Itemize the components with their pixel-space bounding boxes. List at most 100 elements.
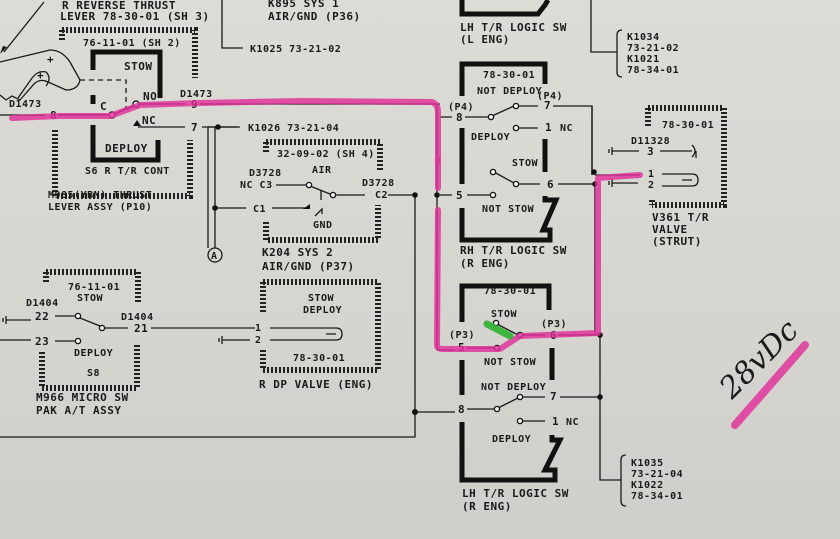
svg-text:6: 6 xyxy=(547,178,554,191)
svg-text:78-34-01: 78-34-01 xyxy=(627,65,679,76)
svg-text:D1404: D1404 xyxy=(26,298,59,309)
svg-text:K1021: K1021 xyxy=(627,54,660,65)
svg-text:DEPLOY: DEPLOY xyxy=(74,348,113,359)
svg-text:8: 8 xyxy=(456,111,463,124)
svg-text:D11328: D11328 xyxy=(631,136,670,147)
svg-text:K1034: K1034 xyxy=(627,32,660,43)
svg-text:73-21-02: 73-21-02 xyxy=(627,43,679,54)
thrust-lever-drawing-icon: + + xyxy=(0,49,81,101)
svg-text:D1473: D1473 xyxy=(9,99,42,110)
svg-text:7: 7 xyxy=(544,99,551,112)
lh-logic-top-name: LH T/R LOGIC SW xyxy=(460,21,567,34)
svg-text:R REVERSE THRUST: R REVERSE THRUST xyxy=(62,0,176,12)
svg-text:PAK A/T ASSY: PAK A/T ASSY xyxy=(36,404,121,417)
svg-text:K1035: K1035 xyxy=(631,458,664,469)
r-dp-valve-box: STOW DEPLOY 1 2 78-30-01 R DP VALVE (ENG… xyxy=(218,279,381,391)
k1025-lead xyxy=(221,0,243,49)
k1035-ref: K1035 73-21-04 K1022 78-34-01 xyxy=(631,458,683,502)
svg-text:K895 SYS 1: K895 SYS 1 xyxy=(268,0,339,10)
svg-text:2: 2 xyxy=(648,180,655,191)
k1034-ref: K1034 73-21-02 K1021 78-34-01 xyxy=(627,32,679,76)
svg-text:(P4): (P4) xyxy=(537,91,563,102)
svg-text:DEPLOY: DEPLOY xyxy=(105,142,148,155)
svg-text:7: 7 xyxy=(550,390,557,403)
svg-text:R DP VALVE (ENG): R DP VALVE (ENG) xyxy=(259,378,373,391)
r-reverse-thrust-lever-label: R REVERSE THRUST LEVER 78-30-01 (SH 3) xyxy=(60,0,210,23)
svg-text:DEPLOY: DEPLOY xyxy=(471,132,510,143)
k204-relay-box: 32-09-02 (SH 4) AIR GND D3728 NC C3 C1 D… xyxy=(212,139,415,273)
svg-text:78-30-01: 78-30-01 xyxy=(483,70,535,81)
svg-text:78-34-01: 78-34-01 xyxy=(631,491,683,502)
svg-text:78-30-01: 78-30-01 xyxy=(662,120,714,131)
svg-text:76-11-01 (SH 2): 76-11-01 (SH 2) xyxy=(83,38,181,49)
svg-text:NC: NC xyxy=(560,123,573,134)
svg-text:(P4): (P4) xyxy=(448,102,474,113)
svg-text:NC: NC xyxy=(142,114,156,127)
lh-logic-switch-box: 78-30-01 STOW (P3) (P3) 5 6 NOT STOW NOT… xyxy=(449,283,600,513)
svg-text:STOW: STOW xyxy=(308,293,335,304)
svg-text:DEPLOY: DEPLOY xyxy=(492,434,531,445)
svg-text:S6 R T/R CONT: S6 R T/R CONT xyxy=(85,166,170,177)
svg-text:(P3): (P3) xyxy=(449,330,475,341)
green-switch-mark xyxy=(483,320,514,340)
svg-text:22: 22 xyxy=(35,310,49,323)
svg-text:+: + xyxy=(37,69,44,82)
svg-text:(STRUT): (STRUT) xyxy=(652,235,702,248)
svg-text:STOW: STOW xyxy=(512,158,539,169)
svg-text:7: 7 xyxy=(191,121,198,134)
svg-text:STOW: STOW xyxy=(77,293,104,304)
svg-text:(R ENG): (R ENG) xyxy=(460,257,510,270)
k1025-ref: K1025 73-21-02 xyxy=(250,44,341,55)
svg-text:M985(YBN) THRUST: M985(YBN) THRUST xyxy=(48,190,152,201)
svg-text:+: + xyxy=(47,53,54,66)
svg-text:V361 T/R: V361 T/R xyxy=(652,211,709,224)
highlight-underline xyxy=(731,341,809,429)
svg-text:1: 1 xyxy=(648,169,655,180)
highlight-trace-top xyxy=(9,98,441,163)
svg-text:(L ENG): (L ENG) xyxy=(460,33,510,46)
pointer-arrow xyxy=(3,1,45,53)
s8-switch-box: 76-11-01 STOW D1404 22 D1404 21 23 DEPLO… xyxy=(0,269,255,417)
svg-text:VALVE: VALVE xyxy=(652,223,688,236)
svg-text:RH T/R LOGIC SW: RH T/R LOGIC SW xyxy=(460,244,567,257)
svg-text:LEVER ASSY (P10): LEVER ASSY (P10) xyxy=(48,202,152,213)
svg-text:LEVER 78-30-01 (SH 3): LEVER 78-30-01 (SH 3) xyxy=(60,10,210,23)
svg-text:D1404: D1404 xyxy=(121,312,154,323)
svg-text:8: 8 xyxy=(458,403,465,416)
svg-text:NC C3: NC C3 xyxy=(240,180,273,191)
svg-text:D1473: D1473 xyxy=(180,89,213,100)
svg-text:AIR: AIR xyxy=(312,165,332,176)
svg-text:1: 1 xyxy=(545,121,552,134)
highlight-trace-bottom xyxy=(434,172,643,352)
k1026-ref: K1026 73-21-04 xyxy=(248,123,339,134)
svg-text:STOW: STOW xyxy=(124,60,153,73)
rh-logic-switch-box: 78-30-01 NOT DEPLOY (P4) (P4) 8 7 DEPLOY… xyxy=(434,61,595,270)
svg-text:3: 3 xyxy=(647,145,654,158)
svg-text:GND: GND xyxy=(313,220,333,231)
svg-text:1: 1 xyxy=(255,323,262,334)
svg-text:(P3): (P3) xyxy=(541,319,567,330)
svg-text:NC: NC xyxy=(566,417,579,428)
svg-text:1: 1 xyxy=(552,415,559,428)
svg-text:32-09-02 (SH 4): 32-09-02 (SH 4) xyxy=(277,149,375,160)
k895-label: K895 SYS 1 AIR/GND (P36) xyxy=(268,0,360,23)
svg-text:M966 MICRO SW: M966 MICRO SW xyxy=(36,391,129,404)
v361-valve-box: 78-30-01 D11328 3 1 2 V361 T/R VALVE (ST… xyxy=(608,105,727,248)
svg-text:S8: S8 xyxy=(87,368,100,379)
svg-text:C2: C2 xyxy=(375,190,388,201)
svg-text:73-21-04: 73-21-04 xyxy=(631,469,683,480)
svg-text:76-11-01: 76-11-01 xyxy=(68,282,120,293)
svg-text:D3728: D3728 xyxy=(249,168,282,179)
lh-logic-top-box xyxy=(459,0,551,17)
svg-text:LH T/R LOGIC SW: LH T/R LOGIC SW xyxy=(462,487,569,500)
svg-text:A: A xyxy=(211,251,218,262)
svg-text:AIR/GND (P37): AIR/GND (P37) xyxy=(262,260,355,273)
svg-text:78-30-01: 78-30-01 xyxy=(484,286,536,297)
svg-text:NOT DEPLOY: NOT DEPLOY xyxy=(481,382,546,393)
svg-text:5: 5 xyxy=(456,189,463,202)
svg-text:STOW: STOW xyxy=(491,309,518,320)
svg-text:K204 SYS 2: K204 SYS 2 xyxy=(262,246,333,259)
svg-text:NO: NO xyxy=(143,90,157,103)
